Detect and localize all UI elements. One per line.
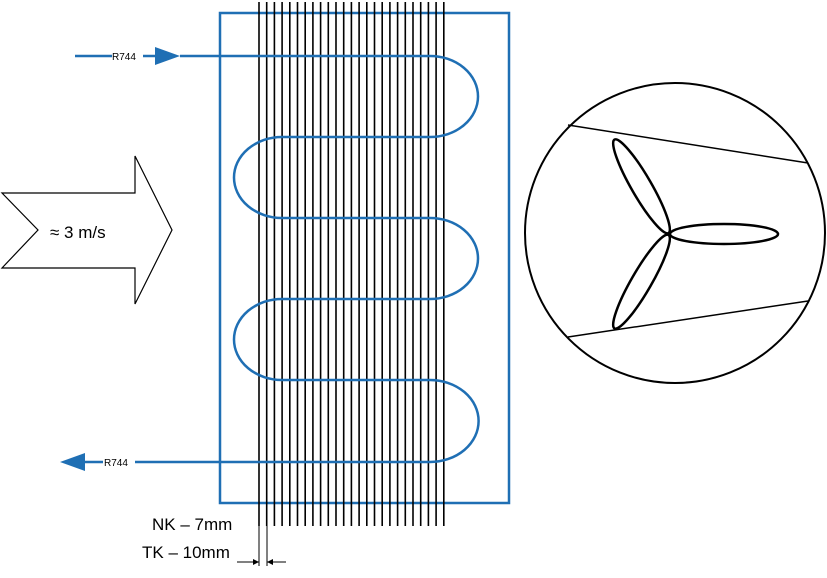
outlet-arrow-icon bbox=[60, 453, 103, 471]
inlet-arrow-icon bbox=[75, 47, 180, 65]
fan-detail-view bbox=[524, 82, 826, 384]
fin-group bbox=[258, 2, 445, 526]
air-velocity-label: ≈ 3 m/s bbox=[50, 223, 106, 242]
tk-label: TK – 10mm bbox=[142, 543, 230, 562]
air-flow-arrow-icon bbox=[0, 155, 173, 305]
inlet-label: R744 bbox=[112, 52, 136, 63]
heat-exchanger-frame bbox=[218, 11, 511, 505]
refrigerant-coil bbox=[135, 54, 480, 464]
nk-label: NK – 7mm bbox=[152, 515, 232, 534]
fan-blades-icon bbox=[611, 138, 780, 330]
fin-spacing-dimension bbox=[237, 503, 286, 566]
outlet-label: R744 bbox=[104, 458, 128, 469]
